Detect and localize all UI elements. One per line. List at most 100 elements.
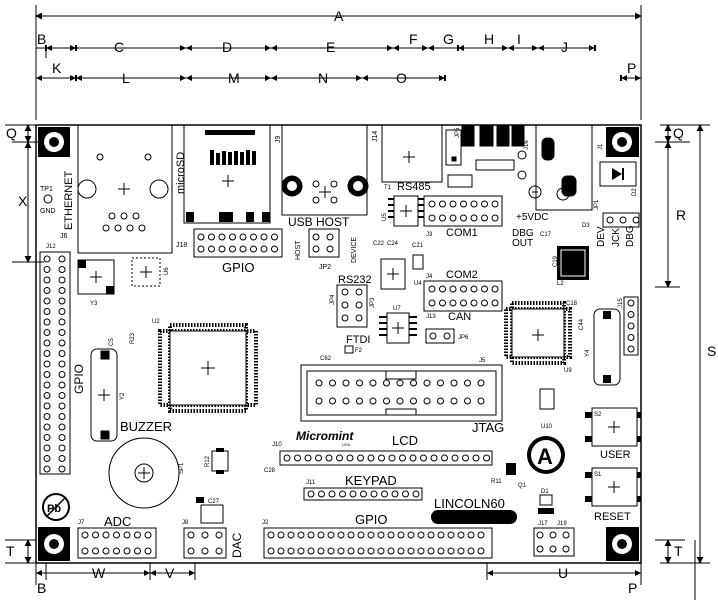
j15-label: J15 bbox=[618, 298, 624, 308]
j4-pin bbox=[481, 299, 488, 307]
mounting-hole-br bbox=[606, 527, 639, 561]
u9-label: U9 bbox=[564, 368, 572, 374]
j12-pin bbox=[58, 297, 66, 305]
j2-pin bbox=[367, 531, 375, 539]
d3-label: D3 bbox=[582, 223, 590, 229]
c27-label: C27 bbox=[208, 499, 220, 505]
com2-header bbox=[423, 280, 503, 312]
dim-Q-left: Q bbox=[6, 125, 17, 141]
j4-pin bbox=[491, 299, 499, 307]
dim-W: W bbox=[92, 565, 106, 581]
u9-dbg-chip bbox=[557, 246, 589, 280]
j12-pin bbox=[58, 381, 66, 389]
j5-label: J5 bbox=[479, 358, 486, 364]
j3-pin bbox=[460, 200, 467, 208]
circle-a-logo bbox=[527, 436, 565, 474]
j3-pin bbox=[491, 214, 499, 222]
j6-label: J6 bbox=[60, 233, 68, 240]
j2-pin bbox=[467, 547, 475, 555]
dev-label: DEV bbox=[596, 226, 607, 247]
gnd-label: GND bbox=[40, 208, 56, 215]
gpio-header-j12 bbox=[39, 251, 71, 475]
j2-pin bbox=[427, 547, 435, 555]
j18-pin bbox=[197, 245, 205, 253]
j2-pin bbox=[407, 531, 415, 539]
dac-label: DAC bbox=[230, 532, 244, 558]
j3-pin bbox=[481, 200, 488, 208]
r23-label: R23 bbox=[130, 332, 136, 344]
jtag-pin bbox=[450, 379, 458, 387]
j12-pin bbox=[58, 371, 66, 378]
j2-pin bbox=[287, 547, 295, 555]
j12-pin bbox=[43, 413, 51, 420]
mounting-hole-tr bbox=[606, 127, 639, 157]
dim-P-bottom: P bbox=[628, 580, 637, 596]
j11-pin bbox=[402, 490, 409, 498]
dim-V: V bbox=[165, 565, 175, 581]
dim-R: R bbox=[676, 207, 686, 223]
j17-pin bbox=[536, 545, 544, 553]
micromint-usa: USA bbox=[342, 442, 351, 447]
user-button[interactable] bbox=[585, 407, 641, 447]
r11-label: R11 bbox=[491, 479, 502, 485]
j7-pin bbox=[144, 547, 152, 555]
s1-label: S1 bbox=[594, 472, 602, 478]
u5-label: U5 bbox=[382, 213, 388, 221]
jtag-pin bbox=[396, 379, 404, 387]
j1-label: J1 bbox=[598, 143, 604, 150]
j12-pin bbox=[58, 444, 66, 452]
dim-J: J bbox=[561, 39, 568, 55]
jtag-pin bbox=[383, 379, 390, 387]
gpio-header-j18 bbox=[193, 228, 283, 258]
j2-pin bbox=[457, 547, 465, 555]
c18-label: C18 bbox=[566, 301, 578, 307]
j2-pin bbox=[297, 547, 305, 555]
j12-pin bbox=[58, 329, 66, 336]
jtag-pin bbox=[356, 379, 363, 387]
dim-M: M bbox=[228, 70, 240, 86]
rs232-pin bbox=[341, 301, 349, 309]
j10-pin bbox=[483, 454, 490, 462]
j8-pin bbox=[187, 531, 195, 539]
j2-pin bbox=[407, 547, 415, 555]
j2-pin bbox=[387, 547, 395, 555]
user-label: USER bbox=[600, 449, 631, 461]
c17-label: C17 bbox=[540, 232, 552, 238]
j18-pin bbox=[218, 233, 226, 241]
rs232-pin bbox=[355, 314, 363, 322]
j11-pin bbox=[381, 490, 388, 498]
mounting-hole-bl bbox=[38, 527, 70, 561]
j12-pin bbox=[43, 402, 51, 410]
j3-pin bbox=[470, 214, 478, 222]
j2-pin bbox=[357, 531, 365, 539]
j10-pin bbox=[399, 454, 406, 462]
j15-pin bbox=[627, 345, 635, 353]
j18-pin bbox=[218, 245, 226, 253]
adc-label: ADC bbox=[104, 514, 131, 529]
dim-X: X bbox=[18, 193, 28, 209]
d1-label: D1 bbox=[541, 489, 549, 495]
j12-pin bbox=[43, 255, 51, 263]
j3-pin bbox=[439, 214, 446, 222]
j18-pin bbox=[250, 233, 257, 241]
j7-pin bbox=[123, 547, 131, 555]
j7-pin bbox=[92, 547, 99, 555]
ethernet-connector bbox=[77, 124, 173, 254]
c27-chip bbox=[196, 497, 224, 524]
j3-pin bbox=[460, 214, 467, 222]
dim-U: U bbox=[558, 565, 568, 581]
jtag-pin bbox=[477, 379, 485, 387]
rs232-pin bbox=[341, 314, 349, 322]
y2-label: Y2 bbox=[120, 392, 126, 400]
dim-P-top: P bbox=[627, 60, 636, 76]
j7-pin bbox=[92, 531, 99, 539]
reset-button[interactable] bbox=[585, 467, 641, 507]
j18-pin bbox=[229, 233, 236, 241]
j13-label: J13 bbox=[426, 314, 436, 320]
j18-pin bbox=[208, 245, 215, 253]
j12-pin bbox=[58, 255, 66, 263]
c19-label: C19 bbox=[553, 255, 559, 267]
j4-pin bbox=[460, 285, 467, 293]
jp4-label: JP4 bbox=[330, 294, 336, 305]
j4-pin bbox=[481, 285, 488, 293]
